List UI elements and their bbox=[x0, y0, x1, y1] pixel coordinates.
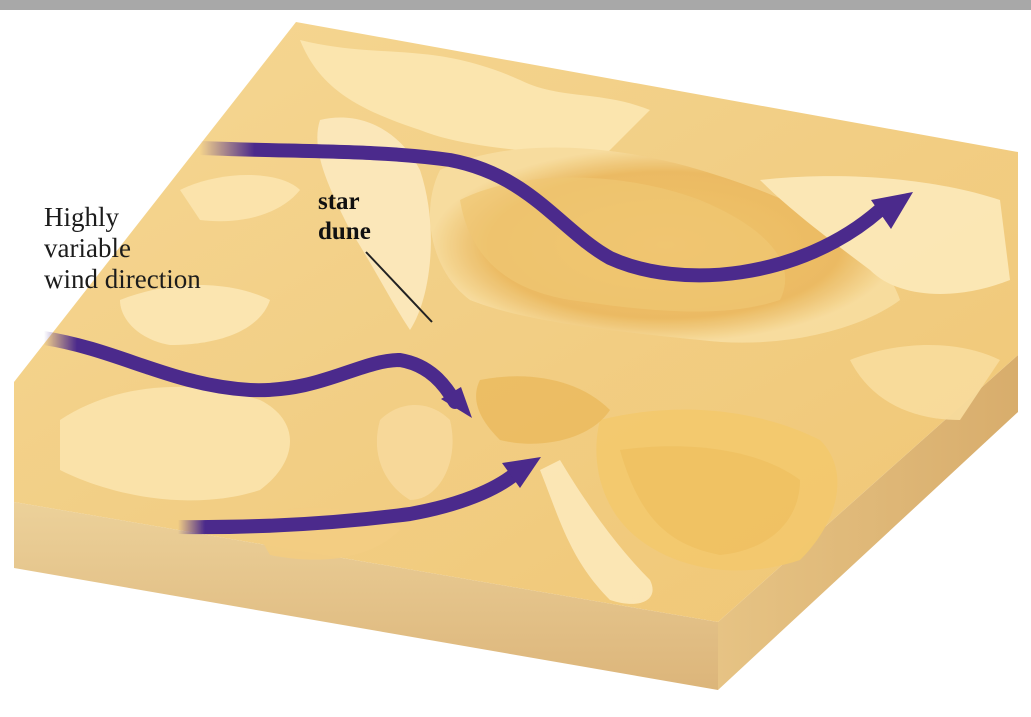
top-bar bbox=[0, 0, 1031, 10]
wind-label-line-3: wind direction bbox=[44, 264, 201, 295]
dune-label-line-2: dune bbox=[318, 217, 371, 247]
dune-label-line-1: star bbox=[318, 187, 371, 217]
wind-direction-label: Highly variable wind direction bbox=[44, 202, 201, 295]
star-dune-label: star dune bbox=[318, 187, 371, 247]
wind-label-line-2: variable bbox=[44, 233, 201, 264]
wind-label-line-1: Highly bbox=[44, 202, 201, 233]
